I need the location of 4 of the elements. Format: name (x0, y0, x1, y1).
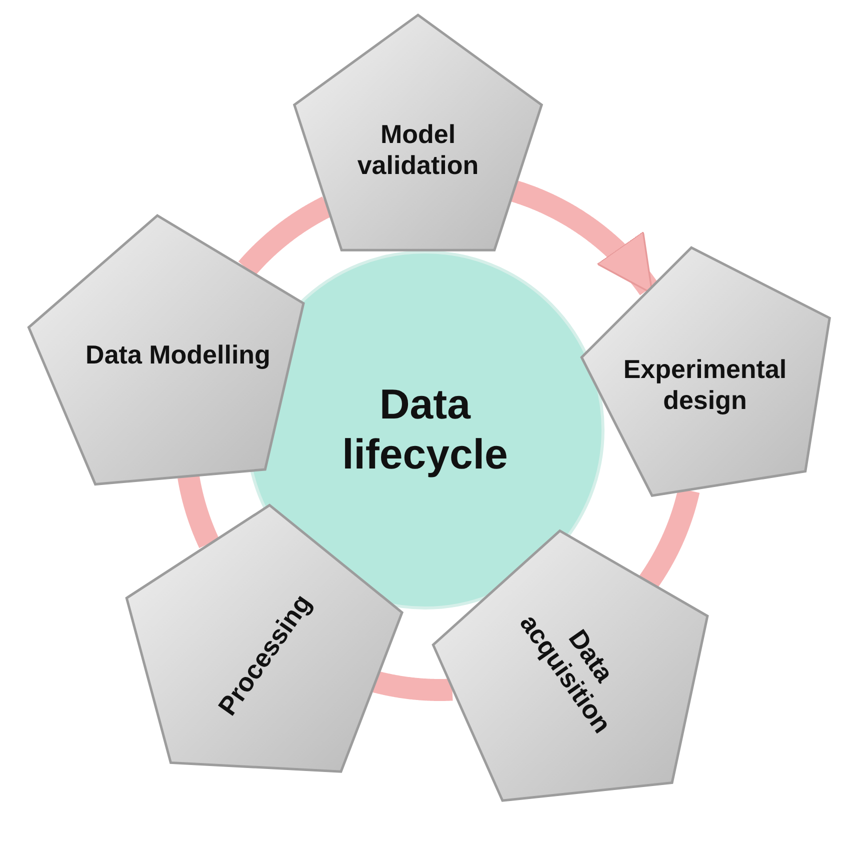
node-label: Data lifecycle (341, 380, 509, 480)
node-label: Model validation (356, 118, 480, 182)
node-label: Data Modelling (84, 339, 272, 371)
node-label: Experimental design (622, 354, 788, 416)
